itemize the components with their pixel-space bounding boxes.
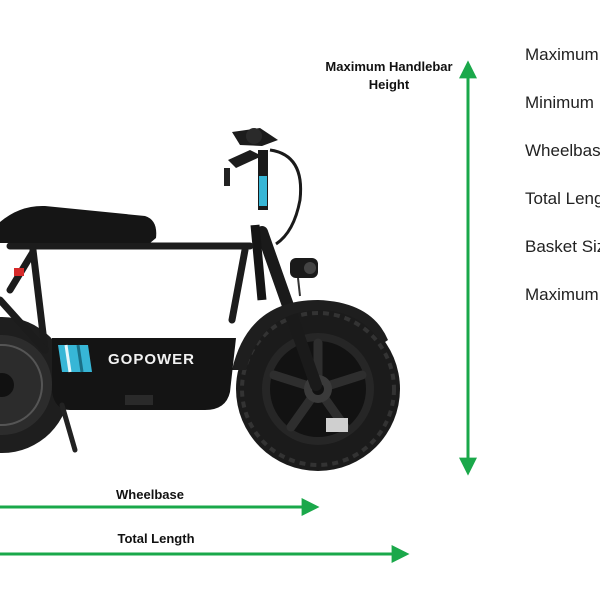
brand-logo: GOPOWER [108, 351, 195, 368]
total-length-label: Total Length [117, 531, 195, 546]
spec-item: Wheelbas [525, 141, 600, 160]
cyan-stripes [58, 345, 92, 372]
rear-light [14, 268, 24, 276]
kickstand [59, 402, 78, 453]
battery-body [52, 338, 236, 410]
seat [0, 205, 157, 243]
spec-item: Basket Siz [525, 237, 600, 256]
wheelbase-label: Wheelbase [116, 487, 184, 502]
handlebar [224, 128, 303, 246]
spec-item: Maximum [525, 45, 599, 64]
front-fender [232, 300, 388, 370]
handlebar-height-label: Maximum Handlebar Height [325, 59, 453, 92]
spec-item: Maximum [525, 285, 599, 304]
headlight [290, 258, 318, 297]
spec-item: Total Leng [525, 189, 600, 208]
spec-item: Minimum [525, 93, 594, 112]
